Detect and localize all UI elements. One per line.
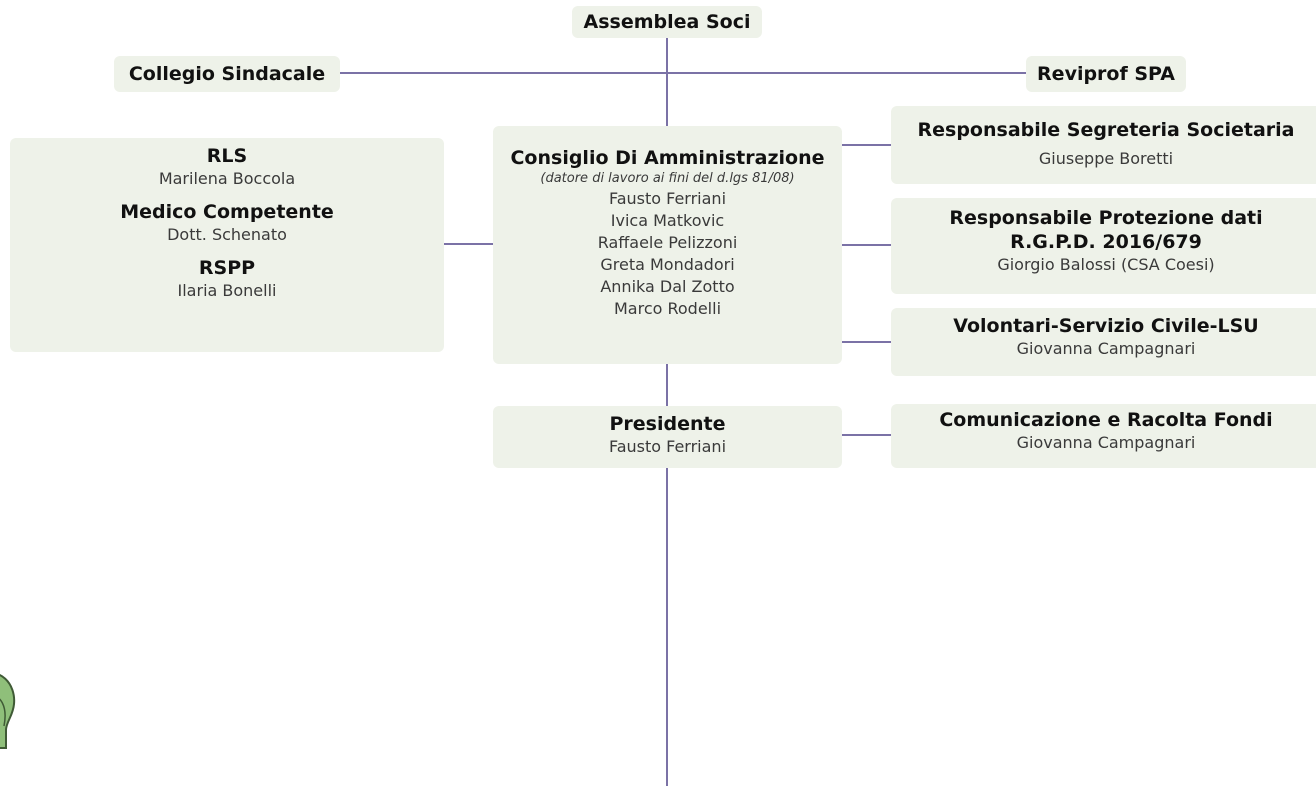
protezione-title-line1: Responsabile Protezione dati (949, 207, 1263, 229)
collegio-title: Collegio Sindacale (128, 63, 326, 85)
protezione-name: Giorgio Balossi (CSA Coesi) (997, 255, 1215, 274)
rls-title: RLS (206, 145, 248, 167)
group-medico: Medico Competente Dott. Schenato (10, 200, 444, 246)
connector-assemblea-consiglio (666, 38, 668, 128)
medico-name: Dott. Schenato (167, 225, 287, 244)
consiglio-note: (datore di lavoro ai fini del d.lgs 81/0… (540, 171, 795, 186)
connector-reviprof (666, 72, 1028, 74)
group-rspp: RSPP Ilaria Bonelli (10, 256, 444, 302)
node-consiglio-amministrazione: Consiglio Di Amministrazione (datore di … (493, 126, 842, 364)
protezione-title-line2: R.G.P.D. 2016/679 (1010, 231, 1202, 253)
volontari-name: Giovanna Campagnari (1016, 339, 1196, 358)
connector-sicurezza (444, 243, 494, 245)
assemblea-title: Assemblea Soci (583, 11, 751, 33)
consiglio-member: Greta Mondadori (600, 255, 735, 274)
node-sicurezza-group: RLS Marilena Boccola Medico Competente D… (10, 138, 444, 352)
node-comunicazione: Comunicazione e Racolta Fondi Giovanna C… (891, 404, 1316, 468)
rls-name: Marilena Boccola (158, 169, 296, 188)
reviprof-title: Reviprof SPA (1037, 63, 1175, 85)
consiglio-member: Fausto Ferriani (608, 189, 727, 208)
connector-presidente-down (666, 466, 668, 786)
consiglio-member: Ivica Matkovic (610, 211, 725, 230)
rspp-name: Ilaria Bonelli (177, 281, 277, 300)
node-assemblea-soci: Assemblea Soci (572, 6, 762, 38)
volontari-title: Volontari-Servizio Civile-LSU (953, 315, 1259, 337)
presidente-name: Fausto Ferriani (608, 437, 727, 456)
group-rls: RLS Marilena Boccola (10, 144, 444, 190)
segreteria-name: Giuseppe Boretti (1038, 149, 1174, 168)
node-presidente: Presidente Fausto Ferriani (493, 406, 842, 468)
presidente-title: Presidente (609, 413, 726, 435)
consiglio-title: Consiglio Di Amministrazione (510, 147, 825, 169)
segreteria-title: Responsabile Segreteria Societaria (917, 119, 1295, 141)
rspp-title: RSPP (198, 257, 256, 279)
medico-title: Medico Competente (120, 201, 334, 223)
comunicazione-title: Comunicazione e Racolta Fondi (939, 409, 1273, 431)
connector-consiglio-presidente (666, 364, 668, 406)
node-protezione-dati: Responsabile Protezione dati R.G.P.D. 20… (891, 198, 1316, 294)
consiglio-member: Marco Rodelli (613, 299, 722, 318)
lightbulb-logo-icon (0, 674, 16, 749)
consiglio-member: Annika Dal Zotto (600, 277, 735, 296)
node-segreteria-societaria: Responsabile Segreteria Societaria Giuse… (891, 106, 1316, 184)
connector-protezione (842, 244, 892, 246)
node-volontari: Volontari-Servizio Civile-LSU Giovanna C… (891, 308, 1316, 376)
connector-comunicazione (842, 434, 892, 436)
connector-collegio (338, 72, 668, 74)
node-reviprof-spa: Reviprof SPA (1026, 56, 1186, 92)
connector-volontari (842, 341, 892, 343)
consiglio-member: Raffaele Pelizzoni (597, 233, 738, 252)
connector-segreteria (842, 144, 892, 146)
node-collegio-sindacale: Collegio Sindacale (114, 56, 340, 92)
comunicazione-name: Giovanna Campagnari (1016, 433, 1196, 452)
